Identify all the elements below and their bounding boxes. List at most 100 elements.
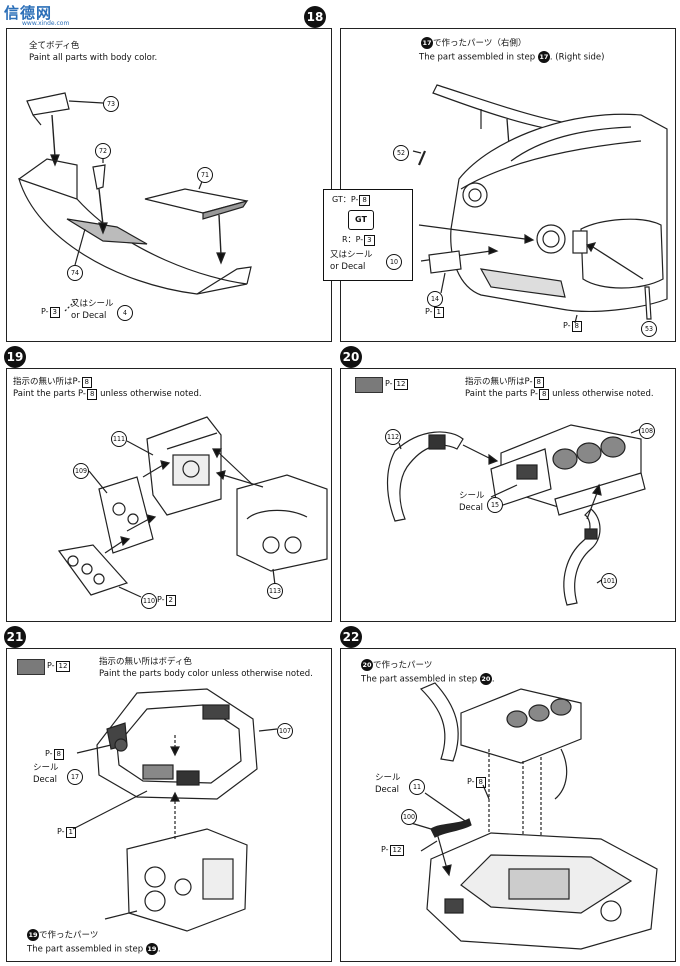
step-22-decal-en: Decal xyxy=(375,785,400,795)
step-18-assembled-ja: 17で作ったパーツ（右側） xyxy=(421,37,526,49)
step-22-engine-bay-drawing xyxy=(410,682,658,950)
step-17-instruction-en: Paint all parts with body color. xyxy=(29,53,158,63)
step-22-number: 22 xyxy=(340,626,362,648)
part-112-label: 112 xyxy=(385,429,401,445)
step-20-instruction-ja: 指示の無い所はP-8 xyxy=(465,377,544,388)
step-17-decal-en: or Decal xyxy=(71,311,107,321)
step-ref-20-icon: 20 xyxy=(361,659,373,671)
badge-decal-en: or Decal xyxy=(330,262,366,272)
bottom-code: P-8 xyxy=(563,321,583,332)
r-label: R： xyxy=(342,235,356,244)
step-22-assembled-ja: 20で作ったパーツ xyxy=(361,659,432,671)
watermark-text: 信德网 xyxy=(4,4,53,22)
r-badge-code: R：P-3 xyxy=(342,234,375,246)
watermark: 信德网 www.xinde.com xyxy=(4,2,76,28)
part-109-label: 109 xyxy=(73,463,89,479)
part-107-label: 107 xyxy=(277,723,293,739)
decal-11-label: 11 xyxy=(409,779,425,795)
step-19-instruction-en: Paint the parts P-8 unless otherwise not… xyxy=(13,389,202,400)
step-21-instruction-ja: 指示の無い所はボディ色 xyxy=(99,657,192,667)
part-73-label: 73 xyxy=(103,96,119,112)
badge-decal-ja: 又はシール xyxy=(330,250,373,260)
assembled-en-text: The part assembled in step xyxy=(27,944,144,955)
step-22-panel: 20で作ったパーツ The part assembled in step 20. xyxy=(340,648,676,962)
r-code: 3 xyxy=(364,235,375,246)
part-74-label: 74 xyxy=(67,265,83,281)
badge-decal-box: GT：P-8 GT R：P-3 又はシール or Decal 10 xyxy=(323,189,413,281)
assembled-en-tail: . (Right side) xyxy=(549,52,605,63)
bottom-code-num: 8 xyxy=(571,321,583,332)
paint-swatch xyxy=(355,377,383,393)
step-ref-19-icon-en: 19 xyxy=(145,943,158,955)
paint-swatch xyxy=(17,659,45,675)
step-20-intake-drawing xyxy=(386,424,646,606)
step-19-engine-drawing xyxy=(57,416,328,598)
part-110-label: 110 xyxy=(141,593,157,609)
step-19-panel: 指示の無い所はP-8 Paint the parts P-8 unless ot… xyxy=(6,368,332,622)
step-22-code-b: P-12 xyxy=(381,845,405,856)
decal-15-label: 15 xyxy=(487,497,503,513)
gt-badge-code: GT：P-8 xyxy=(332,194,370,206)
step-21-panel: P-12 指示の無い所はボディ色 Paint the parts body co… xyxy=(6,648,332,962)
part-113-label: 113 xyxy=(267,583,283,599)
part-52-label: 52 xyxy=(393,145,409,161)
instruction-en-a: Paint the parts xyxy=(465,389,528,399)
swatch-code: P-12 xyxy=(47,661,71,672)
step-18-car-front-drawing xyxy=(412,84,668,324)
step-17-spoiler-drawing xyxy=(18,92,252,312)
step-17-instruction-ja: 全てボディ色 xyxy=(29,41,80,51)
instruction-ja-code: 8 xyxy=(81,377,92,388)
step-ref-20-icon-en: 20 xyxy=(479,673,492,685)
step-17-panel: 全てボディ色 Paint all parts with body color. xyxy=(6,28,332,342)
part-111-label: 111 xyxy=(111,431,127,447)
step-17-decal-ja: 又はシール xyxy=(71,299,114,309)
swatch-code: P-12 xyxy=(385,379,409,390)
step-21-decal-ja: シール xyxy=(33,763,59,773)
step-22-decal-ja: シール xyxy=(375,773,401,783)
part-108-label: 108 xyxy=(639,423,655,439)
part-100-label: 100 xyxy=(401,809,417,825)
step-20-panel: P-12 指示の無い所はP-8 Paint the parts P-8 unle… xyxy=(340,368,676,622)
instruction-ja-text: 指示の無い所は xyxy=(465,377,525,387)
code-number: 3 xyxy=(49,307,61,318)
step-19-number: 19 xyxy=(4,346,26,368)
decal-17-label: 17 xyxy=(67,769,83,785)
step-18-panel: 17で作ったパーツ（右側） The part assembled in step… xyxy=(323,28,676,342)
step-17-paint-code: P-3 xyxy=(41,307,61,318)
step-20-instruction-en: Paint the parts P-8 unless otherwise not… xyxy=(465,389,654,400)
instruction-en-a: Paint the parts xyxy=(13,389,76,399)
decal-4-label: 4 xyxy=(117,305,133,321)
decal-10-label: 10 xyxy=(386,254,402,270)
gt-badge-text: GT xyxy=(355,215,367,224)
step-18-assembled-en: The part assembled in step 17. (Right si… xyxy=(419,51,604,63)
swatch-code-num: 12 xyxy=(55,661,71,672)
step-ref-17-icon: 17 xyxy=(421,37,433,49)
assembled-ja-text: で作ったパーツ xyxy=(39,930,99,941)
code-b-num: 12 xyxy=(389,845,405,856)
step-20-decal-ja: シール xyxy=(459,491,485,501)
gt-code: 8 xyxy=(359,195,370,206)
step-21-code-a: P-8 xyxy=(45,749,65,760)
part-53-label: 53 xyxy=(641,321,657,337)
instruction-en-b: unless otherwise noted. xyxy=(552,389,654,399)
assembled-ja-text: で作ったパーツ xyxy=(373,660,433,671)
code-prefix: P- xyxy=(41,307,49,316)
instruction-ja-text: 指示の無い所は xyxy=(13,377,73,387)
part-110-code: P-2 xyxy=(157,595,177,606)
part-14-code-num: 1 xyxy=(433,307,445,318)
swatch-code-num: 12 xyxy=(393,379,409,390)
step-ref-19-icon: 19 xyxy=(27,929,39,941)
code-b-num: 1 xyxy=(65,827,77,838)
step-18-number: 18 xyxy=(304,6,326,28)
step-19-instruction-ja: 指示の無い所はP-8 xyxy=(13,377,92,388)
step-20-decal-en: Decal xyxy=(459,503,484,513)
instruction-en-code: 8 xyxy=(538,389,550,400)
step-21-number: 21 xyxy=(4,626,26,648)
step-21-code-b: P-1 xyxy=(57,827,77,838)
gt-r-badge: GT xyxy=(348,210,374,230)
step-ref-17-icon-en: 17 xyxy=(537,51,550,63)
step-21-subframe-drawing xyxy=(72,688,278,932)
step-21-instruction-en: Paint the parts body color unless otherw… xyxy=(99,669,313,679)
step-21-assembled-en: The part assembled in step 19. xyxy=(27,943,161,955)
instruction-ja-code: 8 xyxy=(533,377,544,388)
